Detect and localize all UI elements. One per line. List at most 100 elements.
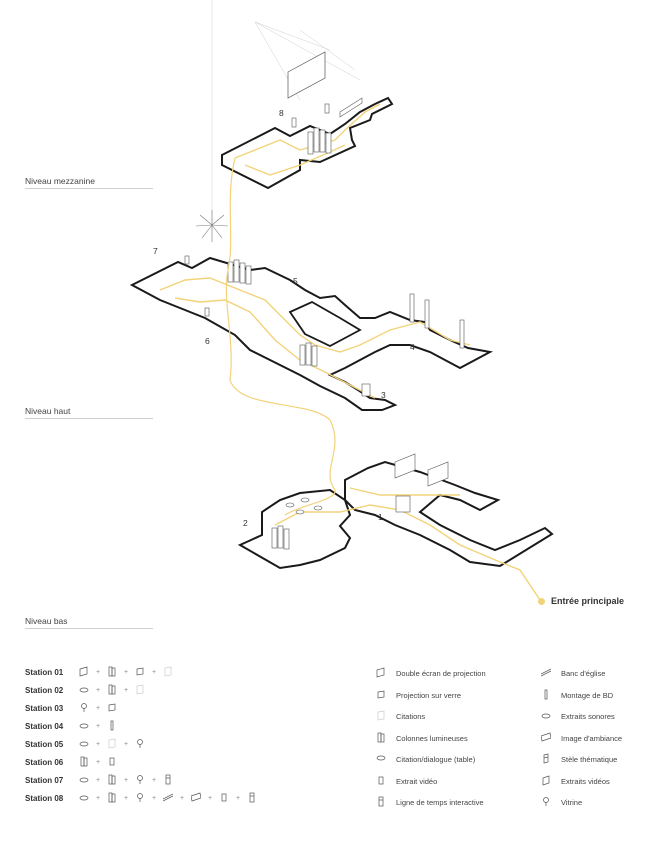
legend-item: Extraits sonores — [541, 710, 615, 723]
plus-icon: + — [151, 668, 157, 676]
legend-item: Image d'ambiance — [541, 732, 622, 745]
station-row: Station 08++++++ — [25, 791, 257, 805]
vitrine-icon — [79, 702, 89, 715]
plus-icon: + — [95, 776, 101, 784]
entrance-label: Entrée principale — [551, 596, 625, 606]
station-number-8: 8 — [279, 108, 284, 118]
plus-icon: + — [235, 794, 241, 802]
station-row: Station 07+++ — [25, 773, 173, 787]
legend-label: Montage de BD — [561, 690, 614, 700]
comic-panel-icon — [107, 720, 117, 733]
level-label-haut: Niveau haut — [25, 406, 71, 416]
entrance-marker — [538, 598, 545, 605]
station-row: Station 02 ++ — [25, 683, 145, 697]
citation-icon — [376, 710, 396, 723]
station-name: Station 08 — [25, 793, 64, 803]
vitrine-icon — [135, 774, 145, 787]
column-icon — [107, 666, 117, 679]
plus-icon: + — [123, 668, 129, 676]
sound-icon — [79, 792, 89, 805]
station-icons: ++++++ — [79, 792, 257, 805]
plus-icon: + — [207, 794, 213, 802]
legend-item: Projection sur verre — [376, 689, 461, 702]
videos-icon — [541, 775, 561, 788]
ambiance-image-icon — [541, 732, 561, 745]
station-number-6: 6 — [205, 336, 210, 346]
station-icons: ++ — [79, 684, 145, 697]
video-icon — [219, 792, 229, 805]
legend-item: Extrait vidéo — [376, 775, 437, 788]
station-number-2: 2 — [243, 518, 248, 528]
legend-label: Extraits sonores — [561, 712, 615, 721]
station-row: Station 03 + — [25, 701, 117, 715]
station-name: Station 02 — [25, 685, 64, 695]
station-name: Station 01 — [25, 667, 64, 677]
ambiance-image-icon — [191, 792, 201, 805]
station-row: Station 01 + + + — [25, 665, 173, 679]
double-screen-icon — [376, 667, 396, 680]
column-icon — [79, 756, 89, 769]
station-name: Station 04 — [25, 721, 64, 731]
timeline-icon — [163, 774, 173, 787]
station-number-5: 5 — [293, 276, 298, 286]
column-icon — [107, 684, 117, 697]
station-number-4: 4 — [410, 342, 415, 352]
station-name: Station 06 — [25, 757, 64, 767]
legend-label: Stèle thématique — [561, 755, 618, 764]
legend-label: Double écran de projection — [396, 669, 486, 678]
plus-icon: + — [151, 794, 157, 802]
legend-item: Citations — [376, 710, 425, 723]
legend-label: Extraits vidéos — [561, 776, 610, 786]
timeline-icon — [376, 796, 396, 809]
video-icon — [107, 756, 117, 769]
level-label-bas: Niveau bas — [25, 616, 68, 626]
station-row: Station 06 + — [25, 755, 117, 769]
station-icons: +++ — [79, 774, 173, 787]
plus-icon: + — [95, 686, 101, 694]
station-row: Station 04 + — [25, 719, 117, 733]
visitor-path — [225, 157, 336, 516]
glass-projection-icon — [135, 666, 145, 679]
station-icons: + — [79, 702, 117, 715]
plus-icon: + — [179, 794, 185, 802]
station-icons: + — [79, 720, 117, 733]
mezzanine-projection-rays — [211, 0, 361, 230]
column-icon — [107, 774, 117, 787]
station-icons: + — [79, 756, 117, 769]
legend-item: Extraits vidéos — [541, 775, 610, 788]
station-name: Station 07 — [25, 775, 64, 785]
vitrine-icon — [135, 738, 145, 751]
stele-icon — [541, 753, 561, 766]
station-name: Station 05 — [25, 739, 64, 749]
legend-item: Colonnes lumineuses — [376, 732, 468, 745]
station-number-1: 1 — [378, 512, 383, 522]
legend-label: Colonnes lumineuses — [396, 733, 468, 743]
plus-icon: + — [95, 740, 101, 748]
station-number-7: 7 — [153, 246, 158, 256]
lower-floor — [237, 453, 554, 601]
citation-icon — [135, 684, 145, 697]
level-label-mezzanine: Niveau mezzanine — [25, 176, 95, 186]
double-screen-icon — [79, 666, 89, 679]
column-icon — [376, 732, 396, 745]
vitrine-icon — [135, 792, 145, 805]
glass-projection-icon — [107, 702, 117, 715]
legend-label: Banc d'église — [561, 669, 606, 678]
legend-item: Double écran de projection — [376, 667, 486, 680]
plus-icon: + — [95, 722, 101, 730]
sound-icon — [79, 720, 89, 733]
legend-label: Vitrine — [561, 798, 583, 807]
citation-icon — [107, 738, 117, 751]
legend-label: Extrait vidéo — [396, 776, 438, 786]
sound-icon — [79, 684, 89, 697]
upper-floor — [129, 255, 494, 411]
column-icon — [107, 792, 117, 805]
station-name: Station 03 — [25, 703, 64, 713]
legend-item: Vitrine — [541, 796, 582, 809]
plus-icon: + — [95, 668, 101, 676]
plus-icon: + — [95, 758, 101, 766]
glass-projection-icon — [376, 689, 396, 702]
plus-icon: + — [123, 776, 129, 784]
legend-item: Citation/dialogue (table) — [376, 753, 475, 766]
sound-icon — [79, 738, 89, 751]
